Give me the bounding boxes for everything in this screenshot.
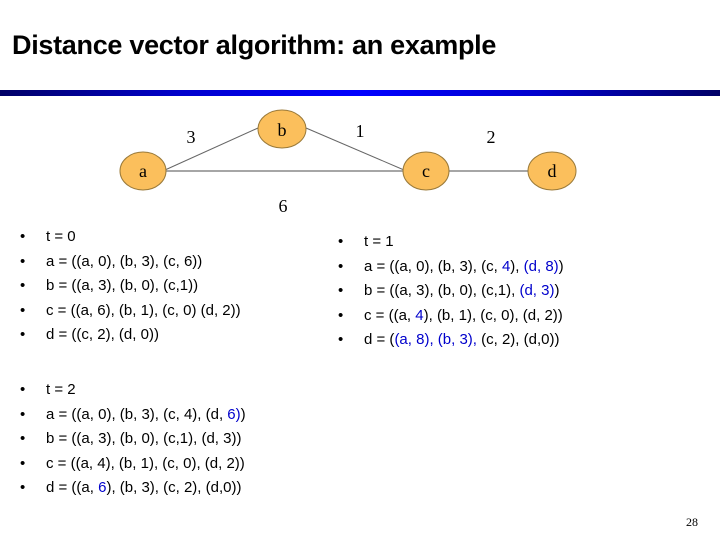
row-text: d = (: [364, 331, 395, 348]
edge-cost-a-b: 3: [187, 127, 196, 147]
network-graph: a b c d 3 1 2 6: [119, 109, 577, 216]
routing-table-row: • c = ((a, 4), (b, 1), (c, 0), (d, 2)): [16, 454, 246, 479]
row-text: c = ((a,: [364, 306, 416, 324]
node-label-c: c: [422, 161, 430, 181]
updated-value: 6): [227, 405, 241, 423]
routing-table-row: • d = ((a, 6), (b, 3), (c, 2), (d,0)): [16, 478, 246, 503]
updated-value: (a, 8), (b, 3),: [394, 331, 477, 348]
time-step-label: t = 1: [364, 233, 394, 250]
row-text: ): [558, 257, 564, 275]
edge-cost-a-c: 6: [279, 196, 288, 216]
routing-table-row: • b = ((a, 3), (b, 0), (c,1), (d, 3)): [334, 281, 564, 306]
row-text: d = ((a,: [46, 479, 99, 496]
slide-title: Distance vector algorithm: an example: [12, 30, 497, 60]
updated-value: 4: [501, 257, 511, 275]
bullet-icon: •: [20, 326, 26, 343]
row-text: ): [240, 405, 246, 423]
row-text: c = ((a, 4), (b, 1), (c, 0), (d, 2)): [46, 454, 245, 472]
time-step-label: t = 0: [46, 228, 76, 245]
row-text: d = ((c, 2), (d, 0)): [46, 326, 159, 343]
routing-table-row: • c = ((a, 4), (b, 1), (c, 0), (d, 2)): [334, 306, 564, 331]
time-step-header: • t = 1: [334, 232, 564, 257]
bullet-icon: •: [338, 257, 344, 275]
routing-table-row: • b = ((a, 3), (b, 0), (c,1)): [16, 276, 241, 301]
edge-cost-b-c: 1: [356, 121, 365, 141]
row-text: a = ((a, 0), (b, 3), (c, 4), (d,: [46, 405, 228, 423]
bullet-icon: •: [20, 405, 26, 423]
node-label-b: b: [278, 120, 287, 140]
updated-value: 4: [415, 306, 424, 324]
routing-table-row: • b = ((a, 3), (b, 0), (c,1), (d, 3)): [16, 429, 246, 454]
bullet-icon: •: [20, 454, 26, 472]
bullet-icon: •: [20, 430, 26, 447]
page-number: 28: [686, 515, 698, 529]
node-d: d: [527, 151, 577, 191]
row-text: a = ((a, 0), (b, 3), (c, 6)): [46, 252, 203, 270]
row-text: b = ((a, 3), (b, 0), (c,1),: [364, 282, 520, 299]
routing-table-row: • d = ((c, 2), (d, 0)): [16, 325, 241, 350]
updated-value: 6: [98, 479, 107, 496]
bullet-icon: •: [20, 301, 26, 319]
row-text: (c, 2), (d,0)): [476, 331, 560, 348]
node-label-a: a: [139, 161, 147, 181]
bullet-icon: •: [338, 282, 344, 299]
bullet-icon: •: [20, 381, 26, 398]
time-step-label: t = 2: [46, 381, 76, 398]
updated-value: (d, 8): [523, 257, 559, 275]
routing-table-row: • c = ((a, 6), (b, 1), (c, 0) (d, 2)): [16, 301, 241, 326]
table-list-t0: • t = 0 • a = ((a, 0), (b, 3), (c, 6)) • b = …: [16, 227, 241, 350]
node-c: c: [402, 151, 450, 191]
updated-value: (d, 3): [519, 282, 555, 299]
row-text: b = ((a, 3), (b, 0), (c,1)): [46, 277, 199, 294]
routing-table-row: • d = ((a, 8), (b, 3), (c, 2), (d,0)): [334, 330, 564, 355]
edge-cost-c-d: 2: [487, 127, 496, 147]
routing-table-row: • a = ((a, 0), (b, 3), (c, 6)): [16, 252, 241, 277]
bullet-icon: •: [20, 479, 26, 496]
row-text: ),: [510, 257, 524, 275]
bullet-icon: •: [20, 277, 26, 294]
row-text: c = ((a, 6), (b, 1), (c, 0) (d, 2)): [46, 301, 241, 319]
row-text: b = ((a, 3), (b, 0), (c,1), (d, 3)): [46, 430, 242, 447]
bullet-icon: •: [20, 228, 26, 245]
node-label-d: d: [548, 161, 557, 181]
routing-table-row: • a = ((a, 0), (b, 3), (c, 4), (d, 8)): [334, 257, 564, 282]
node-b: b: [257, 109, 307, 149]
bullet-icon: •: [20, 252, 26, 270]
bullet-icon: •: [338, 306, 344, 324]
edge-a-b: [164, 127, 259, 171]
edge-b-c: [305, 127, 405, 171]
row-text: a = ((a, 0), (b, 3), (c,: [364, 257, 502, 275]
node-a: a: [119, 151, 167, 191]
row-text: ), (b, 1), (c, 0), (d, 2)): [423, 306, 563, 324]
time-step-header: • t = 0: [16, 227, 241, 252]
title-divider-bar: [0, 90, 720, 96]
routing-table-row: • a = ((a, 0), (b, 3), (c, 4), (d, 6)): [16, 405, 246, 430]
table-list-t2: •t = 2•a = ((a, 0), (b, 3), (c, 4), (d, …: [16, 380, 246, 503]
bullet-icon: •: [338, 233, 344, 250]
table-list-t1: • t = 1 • a = ((a, 0), (b, 3), (c, 4), (d, …: [334, 232, 564, 355]
time-step-header: • t = 2: [16, 380, 246, 405]
row-text: ), (b, 3), (c, 2), (d,0)): [106, 479, 242, 496]
bullet-icon: •: [338, 331, 344, 348]
row-text: ): [554, 282, 560, 299]
